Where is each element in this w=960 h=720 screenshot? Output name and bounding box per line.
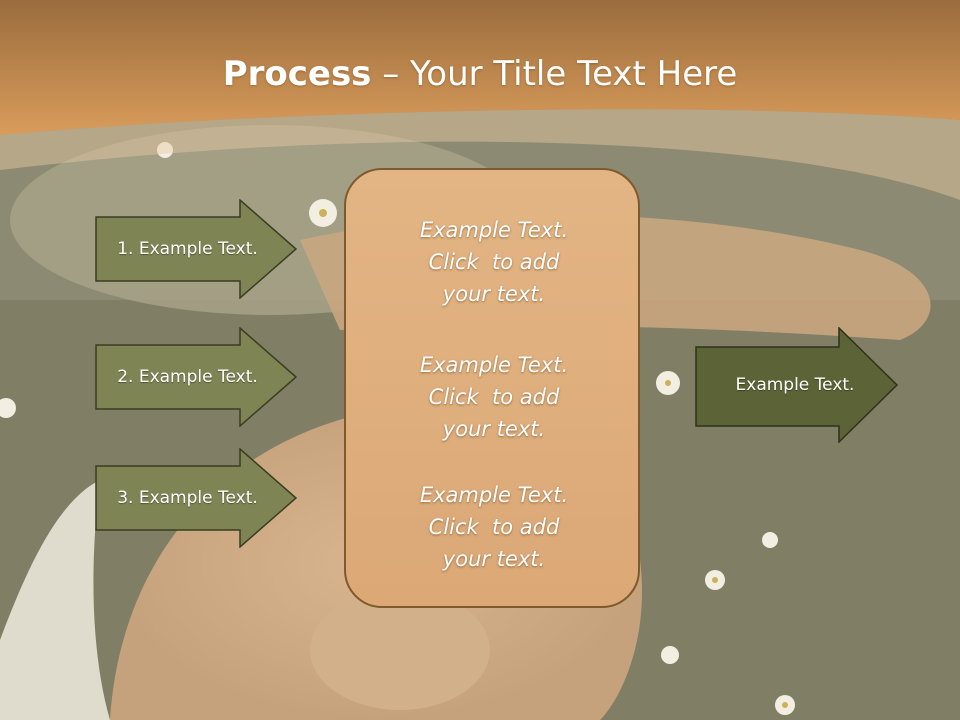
- arrow-shape: [95, 327, 298, 427]
- center-paragraph-2: Example Text. Click to add your text.: [346, 349, 642, 445]
- arrow-shape: [695, 327, 899, 443]
- slide-title: Process – Your Title Text Here: [0, 52, 960, 96]
- process-arrow-1[interactable]: 1. Example Text.: [95, 199, 298, 299]
- paragraph-line: Click to add: [428, 385, 560, 409]
- title-bold: Process: [222, 54, 372, 94]
- arrow-label: 2. Example Text.: [117, 367, 258, 387]
- result-arrow[interactable]: Example Text.: [695, 327, 899, 443]
- arrow-shape: [95, 448, 298, 548]
- paragraph-line: your text.: [442, 282, 546, 306]
- center-text-box[interactable]: Example Text. Click to add your text. Ex…: [344, 168, 640, 608]
- title-rest: – Your Title Text Here: [371, 54, 738, 94]
- process-arrow-3[interactable]: 3. Example Text.: [95, 448, 298, 548]
- center-paragraph-1: Example Text. Click to add your text.: [346, 214, 642, 310]
- arrow-shape: [95, 199, 298, 299]
- arrow-label: 3. Example Text.: [117, 488, 258, 508]
- process-arrow-2[interactable]: 2. Example Text.: [95, 327, 298, 427]
- paragraph-line: Click to add: [428, 250, 560, 274]
- center-paragraph-3: Example Text. Click to add your text.: [346, 479, 642, 575]
- arrow-label: 1. Example Text.: [117, 239, 258, 259]
- paragraph-line: Example Text.: [419, 483, 569, 507]
- arrow-label: Example Text.: [735, 375, 855, 395]
- paragraph-line: your text.: [442, 547, 546, 571]
- paragraph-line: your text.: [442, 417, 546, 441]
- paragraph-line: Click to add: [428, 515, 560, 539]
- paragraph-line: Example Text.: [419, 218, 569, 242]
- paragraph-line: Example Text.: [419, 353, 569, 377]
